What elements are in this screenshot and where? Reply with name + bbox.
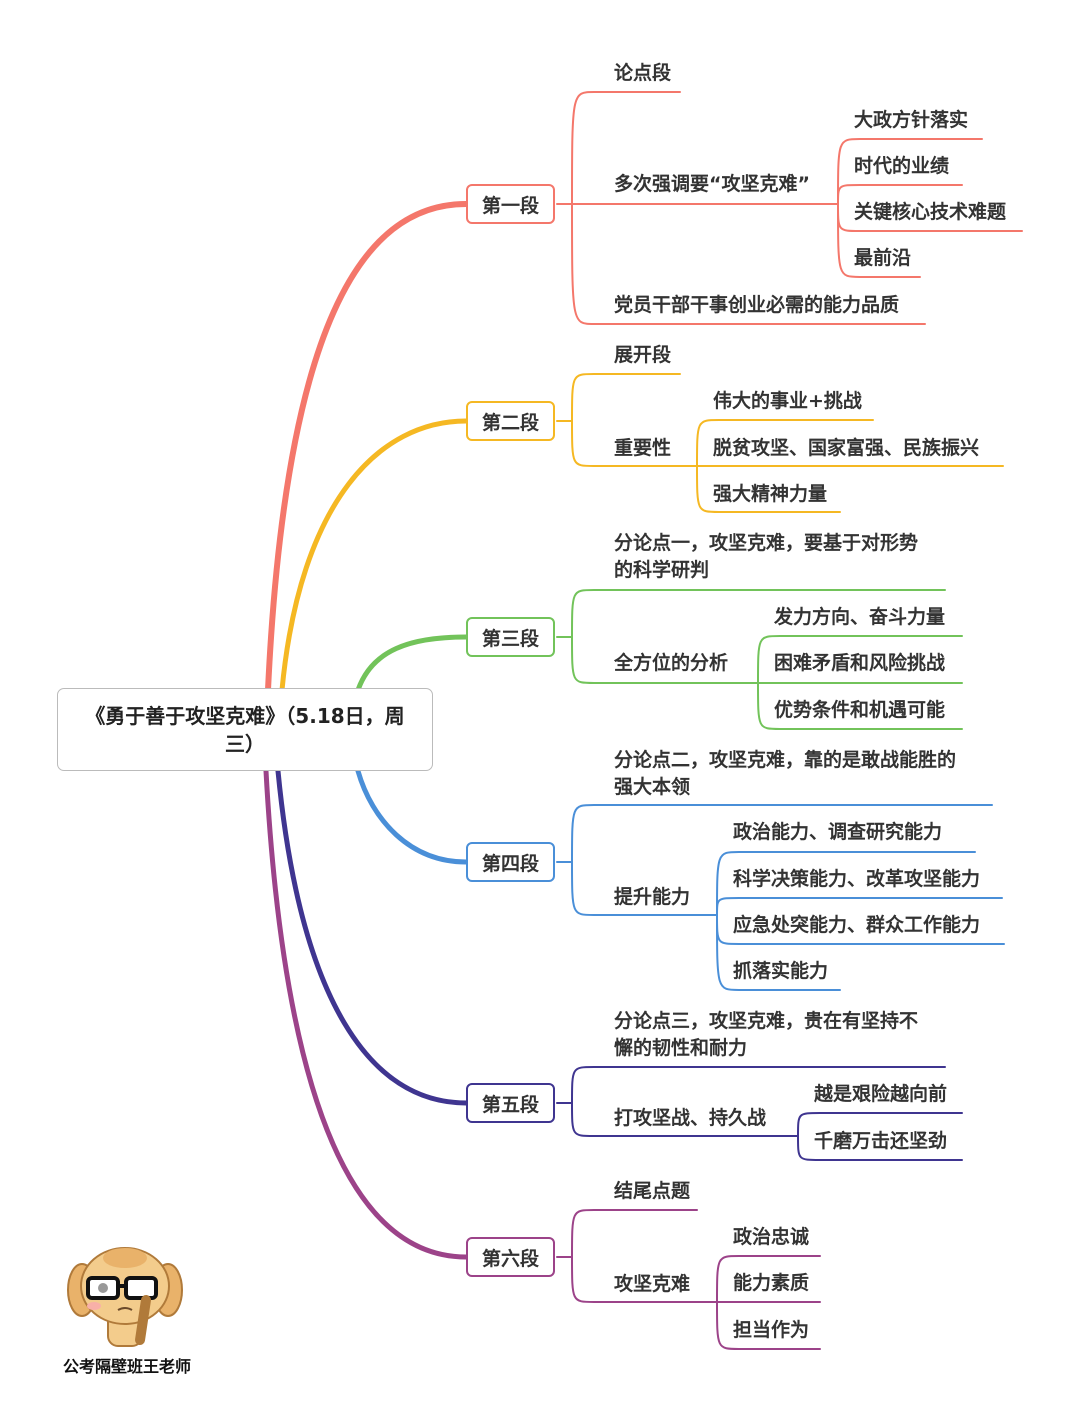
underline: [797, 1135, 963, 1161]
subtopic-node[interactable]: 发力方向、奋斗力量: [774, 606, 946, 628]
underline: [571, 861, 718, 916]
branch-node-2[interactable]: 第二段: [466, 401, 555, 441]
underline: [696, 465, 841, 513]
underline: [716, 914, 841, 991]
underline: [797, 1112, 963, 1137]
underline: [571, 373, 681, 422]
topic-node[interactable]: 打攻坚战、持久战: [614, 1107, 767, 1129]
underline: [716, 1301, 821, 1350]
topic-node[interactable]: 分论点一，攻坚克难，要基于对形势: [614, 532, 919, 554]
branch-node-6[interactable]: 第六段: [466, 1237, 555, 1277]
main-branch: [265, 201, 469, 693]
topic-node[interactable]: 多次强调要“攻坚克难”: [614, 173, 810, 195]
underline: [571, 636, 759, 684]
subtopic-node[interactable]: 抓落实能力: [733, 960, 829, 982]
underline: [757, 682, 963, 730]
underline: [571, 804, 993, 863]
underline: [696, 419, 874, 467]
subtopic-node[interactable]: 越是艰险越向前: [814, 1083, 948, 1105]
subtopic-node[interactable]: 脱贫攻坚、国家富强、民族振兴: [713, 437, 980, 459]
topic-node-line2: 懈的韧性和耐力: [614, 1037, 748, 1059]
underline: [571, 203, 926, 325]
underline: [716, 851, 976, 916]
subtopic-node[interactable]: 科学决策能力、改革攻坚能力: [733, 868, 981, 890]
root-node[interactable]: 《勇于善于攻坚克难》（5.18日，周三）: [57, 688, 433, 771]
topic-node[interactable]: 党员干部干事创业必需的能力品质: [614, 294, 900, 316]
branch-label: 第五段: [481, 1093, 539, 1116]
branch-node-3[interactable]: 第三段: [466, 617, 555, 657]
branch-label: 第三段: [481, 627, 539, 650]
underline: [571, 1102, 799, 1137]
branch-node-5[interactable]: 第五段: [466, 1083, 555, 1123]
underline: [837, 203, 921, 278]
branch-node-4[interactable]: 第四段: [466, 842, 555, 882]
topic-node[interactable]: 展开段: [614, 344, 672, 366]
main-branch: [279, 418, 469, 693]
underline: [571, 1066, 946, 1104]
topic-node-line2: 的科学研判: [614, 559, 710, 581]
main-branch: [355, 634, 469, 693]
topic-node[interactable]: 攻坚克难: [614, 1273, 691, 1295]
root-title: 《勇于善于攻坚克难》（5.18日，周三）: [85, 703, 405, 756]
subtopic-node[interactable]: 应急处突能力、群众工作能力: [733, 914, 981, 936]
underline: [571, 1209, 698, 1258]
subtopic-node[interactable]: 伟大的事业+挑战: [713, 390, 862, 412]
underline: [571, 1256, 718, 1303]
subtopic-node[interactable]: 时代的业绩: [854, 155, 950, 177]
subtopic-node[interactable]: 担当作为: [733, 1319, 810, 1341]
underline: [757, 635, 963, 684]
subtopic-node[interactable]: 最前沿: [854, 247, 912, 269]
main-branch: [263, 768, 469, 1260]
underline: [716, 1255, 821, 1303]
subtopic-node[interactable]: 能力素质: [733, 1272, 810, 1294]
main-branch: [275, 768, 469, 1106]
topic-node[interactable]: 结尾点题: [614, 1180, 691, 1202]
underline: [837, 184, 963, 205]
topic-node-line2: 强大本领: [614, 776, 691, 798]
subtopic-node[interactable]: 强大精神力量: [713, 483, 828, 505]
underline: [716, 897, 1003, 916]
subtopic-node[interactable]: 政治忠诚: [733, 1226, 810, 1248]
mascot-dog-image: [67, 1247, 183, 1347]
underline: [571, 91, 681, 205]
topic-node[interactable]: 论点段: [614, 62, 672, 84]
main-branch: [355, 768, 469, 865]
underline: [571, 420, 698, 467]
watermark-caption: 公考隔壁班王老师: [63, 1357, 192, 1376]
branch-label: 第二段: [481, 411, 539, 434]
topic-node[interactable]: 分论点三，攻坚克难，贵在有坚持不: [614, 1010, 919, 1032]
subtopic-node[interactable]: 困难矛盾和风险挑战: [774, 652, 946, 674]
topic-node[interactable]: 全方位的分析: [614, 652, 729, 674]
underline: [837, 138, 983, 205]
subtopic-node[interactable]: 大政方针落实: [854, 109, 969, 131]
subtopic-node[interactable]: 关键核心技术难题: [854, 201, 1007, 223]
subtopic-node[interactable]: 优势条件和机遇可能: [774, 699, 946, 721]
branch-label: 第四段: [481, 852, 539, 875]
branch-label: 第一段: [481, 194, 539, 217]
subtopic-node[interactable]: 千磨万击还坚劲: [814, 1130, 948, 1152]
topic-node[interactable]: 分论点二，攻坚克难，靠的是敢战能胜的: [614, 749, 957, 771]
subtopic-node[interactable]: 政治能力、调查研究能力: [733, 821, 943, 843]
topic-node[interactable]: 提升能力: [614, 886, 691, 908]
underline: [571, 589, 946, 638]
branch-label: 第六段: [481, 1247, 539, 1270]
branch-node-1[interactable]: 第一段: [466, 184, 555, 224]
topic-node[interactable]: 重要性: [614, 437, 672, 459]
